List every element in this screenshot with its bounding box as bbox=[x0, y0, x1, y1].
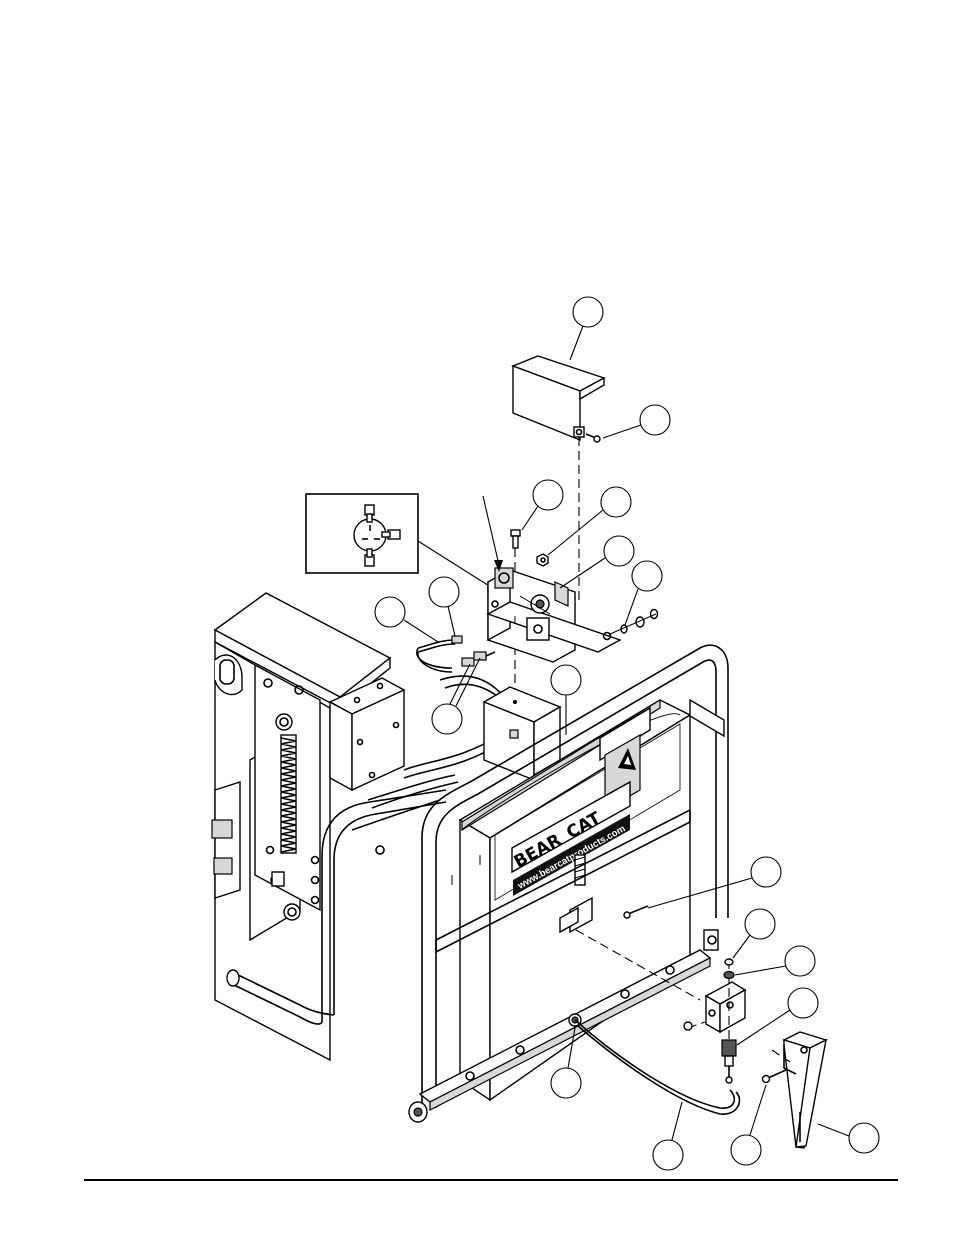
tension-spring bbox=[281, 735, 296, 853]
balloon-bracket-screw bbox=[731, 1085, 766, 1165]
bracket-bolt bbox=[511, 530, 520, 548]
balloon-harness bbox=[429, 577, 459, 636]
bracket-side-nut bbox=[684, 1022, 692, 1030]
balloon-terminals bbox=[432, 658, 480, 734]
switch-cover bbox=[513, 356, 604, 442]
switch-bracket-assembly bbox=[483, 496, 620, 662]
balloon-bolt bbox=[522, 480, 563, 530]
actuator-bracket bbox=[784, 1032, 826, 1148]
flat-washer bbox=[724, 972, 734, 979]
balloon-switch-bracket bbox=[560, 536, 634, 588]
balloon-wire-lead bbox=[375, 597, 438, 642]
balloon-cover-screw bbox=[603, 405, 670, 438]
balloon-washer bbox=[735, 946, 815, 976]
bracket-nut bbox=[537, 554, 548, 566]
interlock-switch-bracket bbox=[688, 960, 745, 1083]
connector-detail-inset bbox=[306, 494, 494, 589]
balloon-actuator-bracket bbox=[818, 1123, 879, 1153]
wire-leads bbox=[417, 636, 508, 705]
balloon-cable bbox=[653, 1102, 683, 1170]
lockwasher bbox=[725, 959, 733, 965]
balloon-cover bbox=[570, 297, 603, 360]
interlock-cable bbox=[575, 1020, 739, 1114]
cover-screw bbox=[586, 434, 600, 442]
balloon-lockwasher bbox=[733, 909, 775, 958]
bracket-washers bbox=[610, 610, 658, 635]
connector-plug-icon bbox=[354, 505, 400, 566]
